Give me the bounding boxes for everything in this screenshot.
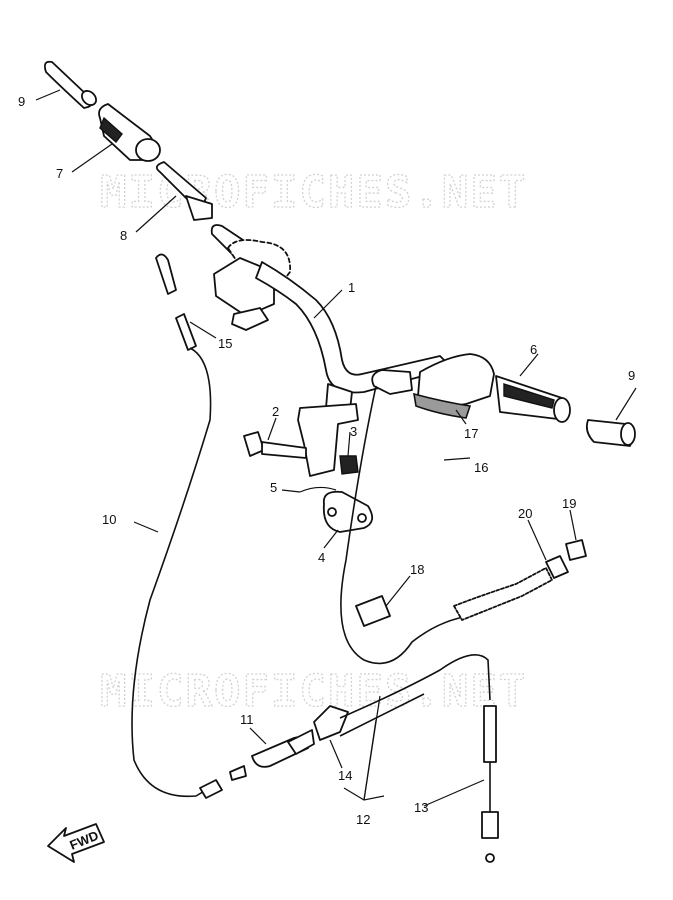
grip-end-cap-right — [585, 419, 636, 447]
callouts: 9 7 8 1 15 6 9 2 3 17 16 5 20 19 10 4 18… — [18, 94, 635, 827]
callout-3: 3 — [350, 424, 357, 439]
forward-arrow: FWD — [47, 823, 105, 863]
callout-4: 4 — [318, 550, 325, 565]
cables-12-13-14 — [313, 654, 499, 863]
callout-2: 2 — [272, 404, 279, 419]
leader-lines — [35, 89, 637, 807]
callout-12: 12 — [356, 812, 370, 827]
watermark-bottom: MICROFICHES.NET — [100, 666, 527, 717]
callout-5: 5 — [270, 480, 277, 495]
callout-18: 18 — [410, 562, 424, 577]
right-grip — [495, 375, 571, 423]
grip-end-cap-left — [43, 60, 97, 109]
clutch-lever-assembly — [251, 729, 315, 768]
callout-10: 10 — [102, 512, 116, 527]
callout-14: 14 — [338, 768, 352, 783]
callout-15: 15 — [218, 336, 232, 351]
clamp-holder — [299, 486, 374, 533]
callout-17: 17 — [464, 426, 478, 441]
callout-6: 6 — [530, 342, 537, 357]
callout-19: 19 — [562, 496, 576, 511]
callout-11: 11 — [240, 712, 254, 727]
callout-9-left: 9 — [18, 94, 25, 109]
callout-13: 13 — [414, 800, 428, 815]
callout-7: 7 — [56, 166, 63, 181]
callout-8: 8 — [120, 228, 127, 243]
cable-16-18 — [340, 385, 587, 665]
callout-16: 16 — [474, 460, 488, 475]
callout-1: 1 — [348, 280, 355, 295]
cable-10 — [131, 253, 247, 799]
callout-9-right: 9 — [628, 368, 635, 383]
callout-20: 20 — [518, 506, 532, 521]
right-lever-holder — [371, 353, 495, 419]
handlebar-clamp — [243, 403, 359, 477]
handlebar-sleeve — [155, 161, 213, 221]
throttle-grip-housing — [98, 103, 161, 162]
